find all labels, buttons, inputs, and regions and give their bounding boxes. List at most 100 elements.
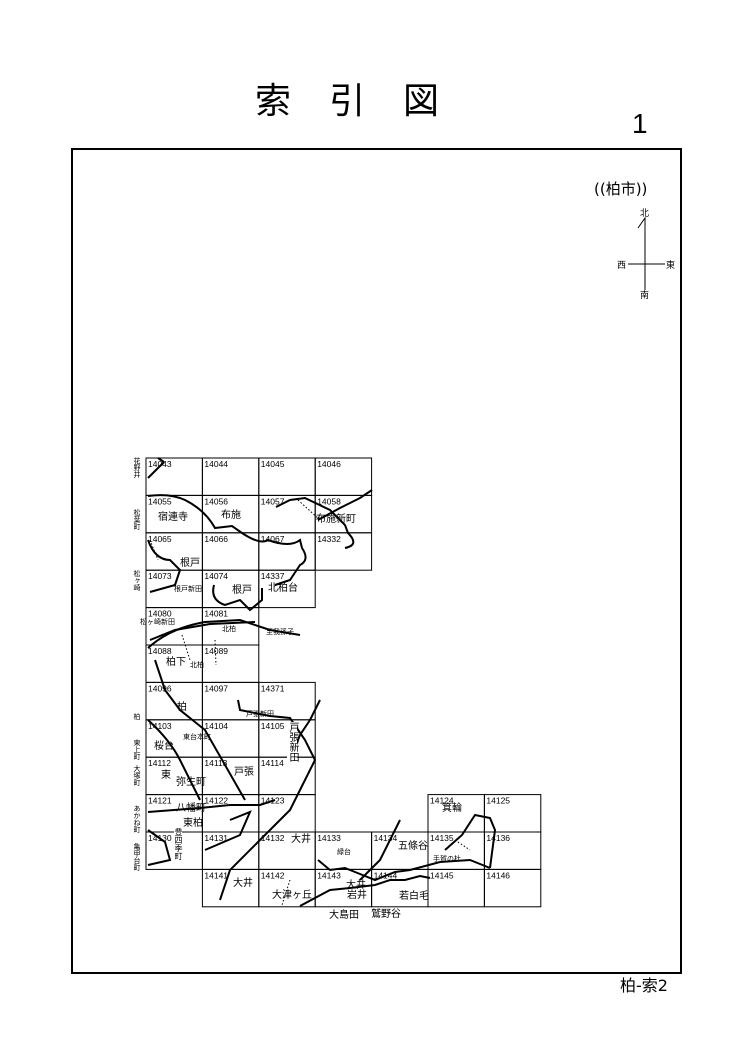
place-name: 宿連寺 <box>158 510 188 523</box>
city-label: ((柏市)) <box>594 180 648 198</box>
cell-id: 14065 <box>148 534 172 544</box>
place-name: 大島田 <box>329 908 359 921</box>
adjacent-area-label: 松ヶ崎 <box>133 570 141 591</box>
grid-cell-14046[interactable]: 14046 <box>314 457 373 496</box>
place-name: 桜台 <box>154 739 174 752</box>
boundaries <box>147 457 497 907</box>
place-name: 北柏台 <box>268 581 298 594</box>
place-name: 至我孫子 <box>266 627 294 636</box>
place-name: 根戸 <box>180 556 200 569</box>
cell-id: 14043 <box>148 459 172 469</box>
compass-north: 北 <box>640 208 649 219</box>
place-name: 柏 <box>177 700 187 713</box>
place-name: 柏下 <box>166 655 186 668</box>
compass-south: 南 <box>640 289 649 301</box>
compass-west: 西 <box>617 260 626 271</box>
vertical-place-name: 戸張新田 <box>287 722 298 762</box>
cell-id: 14081 <box>204 609 228 619</box>
cell-id: 14104 <box>204 721 228 731</box>
cell-id: 14124 <box>430 796 454 806</box>
cell-id: 14058 <box>317 496 341 506</box>
page-title: 索引図 <box>255 81 478 122</box>
place-name: 八幡町 <box>176 801 206 814</box>
place-name: 東台本町 <box>183 732 211 741</box>
grid-cell-14145[interactable]: 14145 <box>427 868 485 908</box>
place-name: 戸張 <box>234 766 254 778</box>
adjacent-area-label: 柏 <box>133 713 141 720</box>
place-name: 東 <box>161 768 171 781</box>
grid-cell-14067[interactable]: 14067 <box>258 532 316 571</box>
adjacent-area-label: 東上町 <box>133 739 141 760</box>
cell-id: 14332 <box>317 534 341 544</box>
place-name: 手賀の杜 <box>433 854 461 863</box>
cell-id: 14134 <box>374 833 398 843</box>
grid-cell-14089[interactable]: 14089 <box>201 644 260 683</box>
page-number: 1 <box>632 108 648 139</box>
cell-id: 14056 <box>204 496 228 506</box>
cell-id: 14089 <box>204 646 228 656</box>
cell-id: 14132 <box>261 833 285 843</box>
adjacent-area-label: 松葉町 <box>133 509 141 530</box>
adjacent-area-label: 亀甲台町 <box>133 843 141 871</box>
cell-id: 14145 <box>430 870 454 880</box>
place-name: 松ヶ崎新田 <box>140 617 175 626</box>
cell-id: 14044 <box>204 459 228 469</box>
adjacent-area-label: 花野井 <box>133 457 141 478</box>
cell-id: 14055 <box>148 496 172 506</box>
place-name: 若白毛 <box>399 889 429 902</box>
compass-icon: 北 南 東 西 <box>617 208 675 301</box>
cell-id: 14113 <box>204 758 227 768</box>
cell-id: 14337 <box>261 571 285 581</box>
grid-cell-14044[interactable]: 14044 <box>201 457 260 496</box>
cell-id: 14143 <box>317 870 341 880</box>
place-name: 根戸新田 <box>174 584 202 593</box>
place-name: 弥生町 <box>176 775 206 788</box>
cell-id: 14121 <box>148 796 172 806</box>
cell-id: 14125 <box>486 796 510 806</box>
grid-cell-14045[interactable]: 14045 <box>258 457 316 496</box>
grid-cell-14337[interactable]: 14337 <box>258 569 316 609</box>
cell-id: 14133 <box>317 833 341 843</box>
grid-cell-14146[interactable]: 14146 <box>483 868 542 908</box>
cell-id: 14141 <box>204 870 228 880</box>
cell-id: 14067 <box>261 534 285 544</box>
cell-id: 14371 <box>261 683 285 693</box>
grid-cell-14043[interactable]: 14043 <box>145 457 203 496</box>
cell-id: 14045 <box>261 459 285 469</box>
adjacent-area-label: あかね町 <box>133 805 141 833</box>
place-name: 大井 <box>233 876 253 889</box>
map-frame <box>71 148 682 974</box>
cell-id: 14103 <box>148 721 172 731</box>
place-name: 大井 <box>291 832 311 845</box>
compass-east: 東 <box>666 259 675 271</box>
cell-id: 14073 <box>148 571 172 581</box>
grid-cell-14142[interactable]: 14142 <box>258 868 316 908</box>
place-name: 戸張新田 <box>246 709 274 718</box>
cell-id: 14096 <box>148 683 172 693</box>
cell-id: 14097 <box>204 683 228 693</box>
cell-id: 14046 <box>317 459 341 469</box>
cell-id: 14112 <box>148 758 171 768</box>
place-name: 布施 <box>221 508 241 521</box>
place-name: 五條谷 <box>398 839 428 852</box>
adjacent-area-label: 大塚町 <box>133 765 141 786</box>
cell-id: 14114 <box>261 758 284 768</box>
place-name: 大井 <box>346 878 366 891</box>
cell-id: 14135 <box>430 833 454 843</box>
cell-id: 14146 <box>486 870 510 880</box>
cell-id: 14080 <box>148 609 172 619</box>
place-name: 緑台 <box>337 847 351 856</box>
cell-id: 14105 <box>261 721 285 731</box>
place-name: 鷲野谷 <box>371 907 401 920</box>
place-name: 東柏 <box>183 816 203 829</box>
grid-cell-14332[interactable]: 14332 <box>314 532 373 571</box>
cell-id: 14142 <box>261 870 285 880</box>
place-name: 箕輪 <box>442 801 462 814</box>
cell-id: 14057 <box>261 496 285 506</box>
cell-id: 14066 <box>204 534 228 544</box>
cell-id: 14088 <box>148 646 172 656</box>
place-name: 岩井 <box>347 888 367 901</box>
place-name: 北柏 <box>222 624 236 633</box>
